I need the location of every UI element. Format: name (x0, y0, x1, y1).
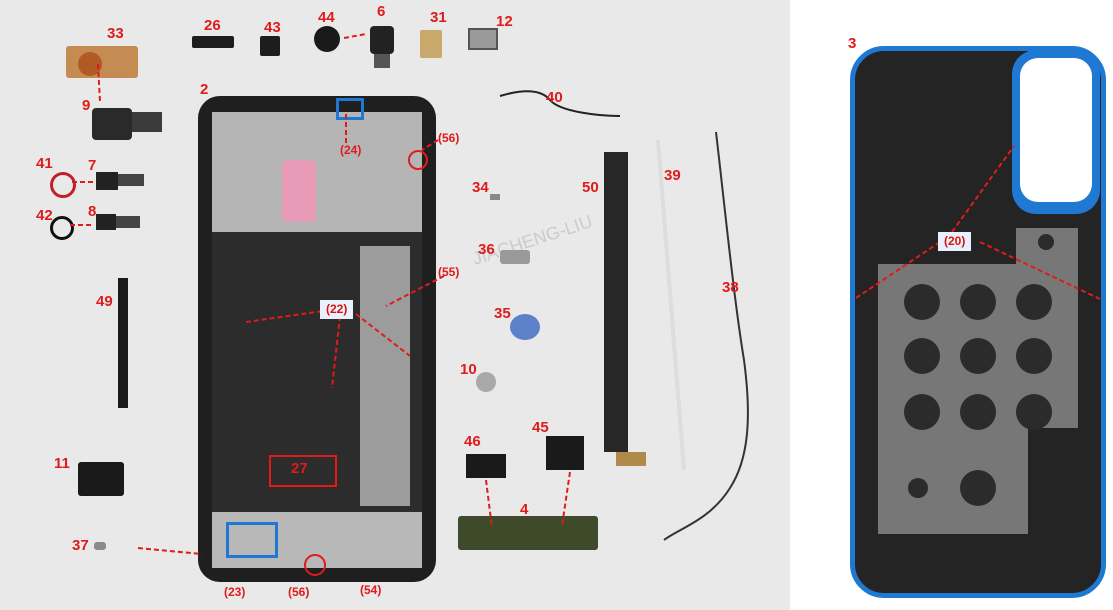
callout-23: (23) (224, 585, 246, 599)
part-33-camera-lens (78, 52, 102, 76)
part-8-camera (96, 214, 116, 230)
label-8: 8 (88, 203, 97, 220)
label-11: 11 (54, 455, 70, 472)
label-6: 6 (377, 3, 386, 20)
part-12-speaker (468, 28, 498, 50)
callout-56-bottom: (56) (288, 585, 310, 599)
part-44 (314, 26, 340, 52)
callout-55: (55) (438, 265, 460, 279)
highlight-24 (336, 98, 364, 120)
back-adhesive-sheet-top (1016, 228, 1078, 428)
part-7-camera (96, 172, 118, 190)
part-49-button-flex (118, 278, 128, 408)
highlight-23 (226, 522, 278, 558)
label-50: 50 (582, 179, 599, 196)
part-36-screws (500, 250, 530, 264)
highlight-56-top (408, 150, 428, 170)
label-27: 27 (291, 460, 308, 477)
label-33: 33 (107, 25, 124, 42)
callout-54: (54) (360, 583, 382, 597)
part-37-screw (94, 542, 106, 550)
part-26 (192, 36, 234, 48)
part-35-clips (510, 314, 540, 340)
callout-24: (24) (340, 143, 362, 157)
part-41-ring (50, 172, 76, 198)
label-37: 37 (72, 537, 89, 554)
camera-cutout-window (1020, 58, 1092, 202)
part-8-flex (116, 216, 140, 228)
label-34: 34 (472, 179, 489, 196)
part-9-camera-flex (132, 112, 162, 132)
label-43: 43 (264, 19, 281, 36)
label-45: 45 (532, 419, 549, 436)
label-46: 46 (464, 433, 481, 450)
highlight-56-bottom (304, 554, 326, 576)
label-42: 42 (36, 207, 53, 224)
label-4: 4 (520, 501, 529, 518)
part-45-bracket (546, 436, 584, 470)
part-10-vibrator (476, 372, 496, 392)
part-34-screw (490, 194, 500, 200)
label-2: 2 (200, 81, 209, 98)
label-3: 3 (848, 35, 857, 52)
part-31-tape (420, 30, 442, 58)
callout-56-top: (56) (438, 131, 460, 145)
part-7-flex (118, 174, 144, 186)
pink-foam (282, 160, 316, 222)
part-50-flex-end (616, 452, 646, 466)
part-6-flex (374, 54, 390, 68)
frame-metal-plate (212, 112, 422, 232)
highlight-27 (269, 455, 337, 487)
label-35: 35 (494, 305, 511, 322)
disassembly-photo: JIACHENG-LIU (0, 0, 790, 610)
label-9: 9 (82, 97, 91, 114)
label-10: 10 (460, 361, 477, 378)
label-44: 44 (318, 9, 335, 26)
part-6-camera (370, 26, 394, 54)
label-7: 7 (88, 157, 97, 174)
label-38: 38 (722, 279, 739, 296)
label-39: 39 (664, 167, 681, 184)
label-36: 36 (478, 241, 495, 258)
label-12: 12 (496, 13, 513, 30)
label-41: 41 (36, 155, 53, 172)
part-9-main-camera (92, 108, 132, 140)
label-49: 49 (96, 293, 113, 310)
callout-22: (22) (320, 300, 354, 319)
part-42-ring (50, 216, 74, 240)
part-43 (260, 36, 280, 56)
callout-20: (20) (938, 232, 972, 251)
label-40: 40 (546, 89, 563, 106)
part-11-speaker (78, 462, 124, 496)
part-50-main-flex (604, 152, 628, 452)
part-46-bracket (466, 454, 506, 478)
frame-graphite-sheet (360, 246, 410, 506)
label-31: 31 (430, 9, 447, 26)
back-adhesive-sheet (878, 264, 1028, 534)
part-4-charging-board (458, 516, 598, 550)
label-26: 26 (204, 17, 221, 34)
part-33-camera-module (66, 46, 138, 78)
